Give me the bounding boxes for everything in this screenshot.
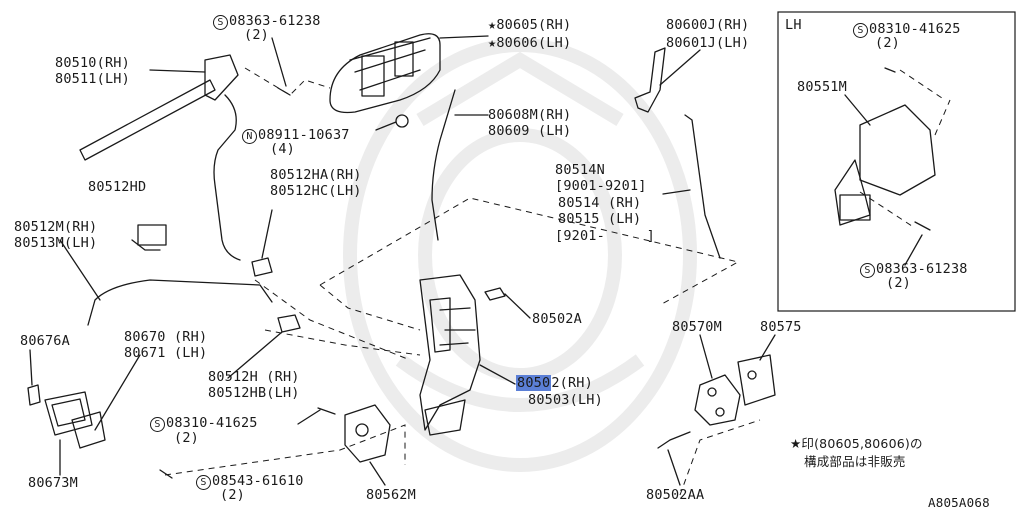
label-80608m: 80608M(RH) [488,107,572,123]
s-symbol-icon: S [213,15,228,30]
nut-08911-part [395,114,409,128]
striker-80570m-part [694,374,741,426]
rod-80512m-part [87,279,273,326]
label-80512hd: 80512HD [88,179,147,195]
screw-80502a-part [484,287,531,319]
rod-80512ha-part [213,94,241,261]
part-number: 08363-61238 [229,13,321,29]
label-80515: 80515 (LH) [558,211,642,227]
s-symbol-icon: S [853,23,868,38]
label-qty: (2) [244,27,269,43]
rod-80608m-part [431,89,456,241]
actuator-80562m-part [344,404,391,463]
lh-inset-box [777,11,1016,312]
bolt-08310-lh-part [884,67,896,73]
label-80514n: 80514N [555,162,605,178]
n-symbol-icon: N [242,129,257,144]
rod-80510-part [79,79,216,161]
clip-80600j-part [634,47,666,113]
label-qty: (2) [886,275,911,291]
screw-80502aa-part [657,431,691,449]
label-80512m: 80512M(RH) [14,219,98,235]
label-80605: ★80605(RH) [488,17,572,33]
s-symbol-icon: S [150,417,165,432]
part-number: 08310-41625 [869,21,961,37]
label-80600j: 80600J(RH) [666,17,750,33]
diagram-id: A805A068 [928,495,990,510]
label-80609: 80609 (LH) [488,123,572,139]
bolt-08310-part [317,407,336,415]
label-80606: ★80606(LH) [488,35,572,51]
label-80503: 80503(LH) [528,392,603,408]
clip-80512h-part [277,314,301,333]
bolt-08363-lh-part [914,221,931,231]
note-line-1: ★印(80605,80606)の [790,436,923,451]
s-symbol-icon: S [860,263,875,278]
label-qty: (2) [875,35,900,51]
label-80514: 80514 (RH) [558,195,642,211]
part-number: 08310-41625 [166,415,258,431]
label-80502aa: 80502AA [646,487,705,503]
leader-80502 [479,364,516,385]
note-line-2: 構成部品は非販売 [804,454,906,469]
screw-08543-part [159,469,173,479]
part-number: 08363-61238 [876,261,968,277]
label-80676a: 80676A [20,333,70,349]
outer-handle-part [329,33,441,114]
part-number: 08543-61610 [212,473,304,489]
actuator-80551m-part [834,104,936,226]
label-80511: 80511(LH) [55,71,130,87]
label-lh-title: LH [785,17,802,33]
label-qty: (2) [174,430,199,446]
leader-80605 [439,35,489,39]
shim-80575-part [737,354,776,406]
assembly-dashed-lines [164,67,951,496]
latch-80502-part [419,274,481,436]
label-80671: 80671 (LH) [124,345,208,361]
label-80670: 80670 (RH) [124,329,208,345]
label-80502: 80502(RH) [516,375,593,391]
bezel-80673m-part [44,391,106,449]
label-80570m: 80570M [672,319,722,335]
part-number: 08911-10637 [258,127,350,143]
label-80515-range: [9201- ] [555,228,655,244]
label-80512ha: 80512HA(RH) [270,167,362,183]
label-80512hc: 80512HC(LH) [270,183,362,199]
label-80512h: 80512H (RH) [208,369,300,385]
label-80514n-range: [9001-9201] [555,178,647,194]
label-80575: 80575 [760,319,802,335]
rod-80514-part [684,114,721,259]
label-80502a: 80502A [532,311,582,327]
label-80513m: 80513M(LH) [14,235,98,251]
clip-80512hd-part [131,224,167,251]
highlighted-part-number: 8050 [516,375,552,391]
label-80601j: 80601J(LH) [666,35,750,51]
label-qty: (2) [220,487,245,503]
clip-80676a-part [27,384,41,406]
s-symbol-icon: S [196,475,211,490]
label-qty: (4) [270,141,295,157]
label-80673m: 80673M [28,475,78,491]
part-number-suffix: 2(RH) [551,375,593,391]
label-80510: 80510(RH) [55,55,130,71]
label-80551m: 80551M [797,79,847,95]
label-80512hb: 80512HB(LH) [208,385,300,401]
label-80562m: 80562M [366,487,416,503]
